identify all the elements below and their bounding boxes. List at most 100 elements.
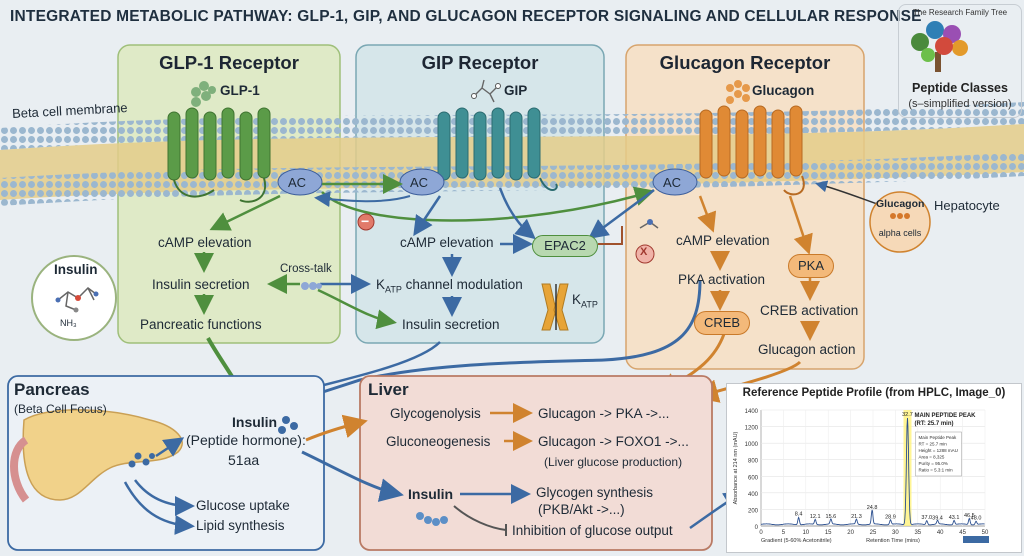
effect-lipid-synthesis: Lipid synthesis bbox=[196, 518, 285, 533]
epac2-node: EPAC2 bbox=[532, 235, 598, 257]
y-tick-label: 1000 bbox=[745, 442, 759, 448]
effect-glucose-uptake: Glucose uptake bbox=[196, 498, 290, 513]
pancreas-sub: (Beta Cell Focus) bbox=[14, 402, 107, 416]
peak-label: 15.6 bbox=[826, 514, 837, 520]
y-tick-label: 1400 bbox=[745, 409, 759, 415]
hplc-chart-panel: Reference Peptide Profile (from HPLC, Im… bbox=[726, 383, 1022, 553]
liver-inhibition-output: Inhibition of glucose output bbox=[512, 523, 673, 538]
gip-step-insulin-secretion: Insulin secretion bbox=[402, 317, 500, 332]
chromatogram-line bbox=[761, 417, 985, 526]
gip-step-camp: cAMP elevation bbox=[400, 235, 494, 250]
main-peak-highlight bbox=[903, 410, 912, 526]
glucagon-ac: AC bbox=[663, 175, 682, 190]
block-x-icon: X bbox=[640, 246, 648, 258]
peak-label: 48.0 bbox=[971, 516, 982, 522]
peak-label: 28.9 bbox=[885, 514, 896, 520]
peak-info-box bbox=[915, 431, 962, 477]
x-axis-label: Retention Time (mins) bbox=[866, 538, 920, 544]
pancreas-insulin-label: Insulin bbox=[232, 414, 278, 430]
liver-glucagon-pka: Glucagon -> PKA ->... bbox=[538, 406, 670, 421]
glp1-header: GLP-1 Receptor bbox=[159, 52, 299, 73]
alpha-cell-sub: alpha cells bbox=[878, 228, 922, 238]
peak-label: 8.4 bbox=[795, 512, 803, 518]
peak-info-line: Area = 8,325 bbox=[918, 455, 944, 460]
y-tick-label: 0 bbox=[755, 525, 759, 531]
liver-title: Liver bbox=[368, 380, 409, 399]
gip-step-katp: KATP channel modulation bbox=[376, 277, 523, 295]
x-tick-label: 50 bbox=[982, 530, 989, 536]
gradient-note: Gradient (5-60% Acetonitrile) bbox=[761, 538, 832, 544]
logo-header: The Research Family Tree bbox=[912, 8, 1008, 17]
x-tick-label: 10 bbox=[802, 530, 809, 536]
glp1-ac: AC bbox=[288, 175, 307, 190]
x-tick-label: 0 bbox=[759, 530, 763, 536]
liver-insulin-label: Insulin bbox=[408, 486, 454, 502]
y-tick-label: 200 bbox=[748, 508, 759, 514]
chart-title: Reference Peptide Profile (from HPLC, Im… bbox=[742, 387, 1006, 399]
glp1-step-camp: cAMP elevation bbox=[158, 235, 252, 250]
gip-ligand: GIP bbox=[504, 83, 528, 98]
diagram-title: INTEGRATED METABOLIC PATHWAY: GLP-1, GIP… bbox=[10, 8, 922, 25]
peak-info-line: Main Peptide Peak bbox=[918, 435, 957, 440]
insulin-molecule-label: Insulin bbox=[54, 262, 98, 277]
liver-glucagon-foxo1: Glucagon -> FOXO1 ->... bbox=[538, 434, 689, 449]
crosstalk-label: Cross-talk bbox=[280, 263, 332, 275]
glucagon-step-action: Glucagon action bbox=[758, 342, 856, 357]
x-tick-label: 30 bbox=[892, 530, 899, 536]
logo-name: Peptide Classes bbox=[912, 81, 1008, 95]
y-tick-label: 600 bbox=[748, 475, 759, 481]
liver-gluconeogenesis: Gluconeogenesis bbox=[386, 434, 491, 449]
insulin-nh3: NH₃ bbox=[60, 318, 77, 328]
y-tick-label: 400 bbox=[748, 492, 759, 498]
logo-card: The Research Family Tree Peptide Classes… bbox=[898, 4, 1022, 118]
main-peak-rt: (RT: 25.7 min) bbox=[914, 421, 953, 427]
peak-info-line: Purity = 95.0% bbox=[918, 461, 947, 466]
x-tick-label: 35 bbox=[914, 530, 921, 536]
glucagon-ligand: Glucagon bbox=[752, 83, 815, 98]
creb-node: CREB bbox=[694, 311, 750, 335]
pancreas-hormone-length: 51aa bbox=[228, 452, 260, 468]
gip-ac: AC bbox=[410, 175, 429, 190]
peak-info-line: Height = 1288 mAU bbox=[918, 448, 957, 453]
liver-glycogenolysis: Glycogenolysis bbox=[390, 406, 481, 421]
pancreas-title: Pancreas bbox=[14, 380, 90, 399]
crosstalk-icon bbox=[300, 279, 322, 297]
peak-label: 21.3 bbox=[851, 514, 862, 520]
gip-header: GIP Receptor bbox=[421, 52, 539, 73]
logo-sub: (s–simplified version) bbox=[908, 98, 1012, 110]
katp-channel-label: KATP bbox=[572, 292, 598, 310]
peak-label: 39.4 bbox=[932, 515, 943, 521]
hepatocyte-label: Hepatocyte bbox=[934, 198, 1000, 213]
pka-node: PKA bbox=[788, 254, 834, 278]
peak-label: 46.5 bbox=[964, 513, 975, 519]
liver-pkb-akt: (PKB/Akt ->...) bbox=[538, 502, 625, 517]
liver-note: (Liver glucose production) bbox=[544, 455, 683, 469]
x-tick-label: 5 bbox=[782, 530, 786, 536]
x-tick-label: 40 bbox=[937, 530, 944, 536]
x-tick-label: 25 bbox=[870, 530, 877, 536]
main-peak-label: MAIN PEPTIDE PEAK bbox=[914, 413, 976, 419]
y-tick-label: 800 bbox=[748, 459, 759, 465]
liver-panel bbox=[359, 375, 713, 551]
x-tick-label: 20 bbox=[847, 530, 854, 536]
liver-glycogen-synthesis: Glycogen synthesis bbox=[536, 485, 654, 500]
glucagon-step-pka-activation: PKA activation bbox=[678, 272, 766, 287]
glucagon-header: Glucagon Receptor bbox=[659, 52, 831, 73]
glp1-ligand: GLP-1 bbox=[220, 83, 260, 98]
glucagon-step-creb-activation: CREB activation bbox=[760, 303, 859, 318]
glucagon-step-camp: cAMP elevation bbox=[676, 233, 770, 248]
peak-info-line: Ratio = 5.3:1 min bbox=[918, 468, 953, 473]
peak-label: 12.1 bbox=[810, 514, 821, 520]
peak-label: 32.7 bbox=[902, 412, 913, 418]
pancreas-hormone-type: (Peptide hormone): bbox=[186, 432, 306, 448]
peak-label: 43.1 bbox=[949, 515, 960, 521]
x-tick-label: 45 bbox=[959, 530, 966, 536]
peak-info-line: RT = 25.7 min bbox=[918, 442, 947, 447]
y-axis-label: Absorbance at 214 nm (mAU) bbox=[733, 431, 739, 504]
peak-label: 37.0 bbox=[921, 515, 932, 521]
glp1-step-insulin-secretion: Insulin secretion bbox=[152, 277, 250, 292]
y-tick-label: 1200 bbox=[745, 426, 759, 432]
inhibit-minus-icon: − bbox=[361, 213, 370, 229]
